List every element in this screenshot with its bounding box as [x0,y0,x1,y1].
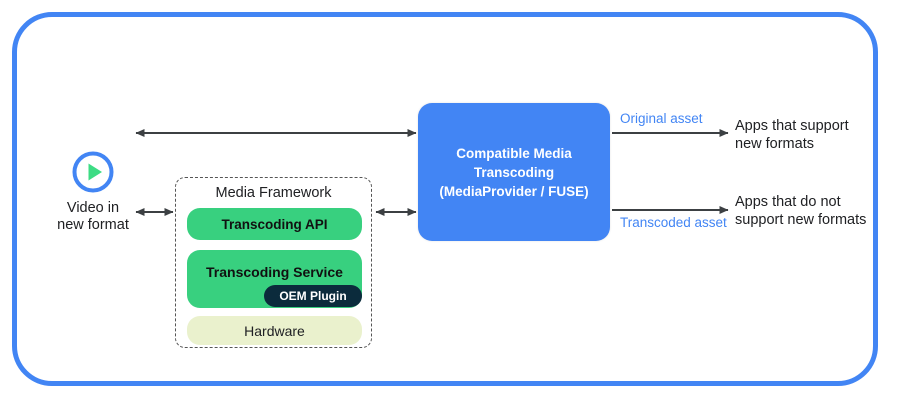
transcoding-service-label: Transcoding Service [206,264,343,280]
hardware-box[interactable]: Hardware [187,316,362,345]
transcoding-api-label: Transcoding API [221,216,328,232]
transcoding-api-box[interactable]: Transcoding API [187,208,362,240]
play-circle-icon [71,150,115,194]
edge-label-original-asset: Original asset [620,111,703,126]
media-framework-title: Media Framework [215,185,332,201]
oem-plugin-label: OEM Plugin [279,289,347,303]
compatible-media-transcoding-label: Compatible Media Transcoding (MediaProvi… [439,145,589,199]
endpoint-apps-that-support: Apps that support new formats [735,118,849,152]
media-framework-container: Media Framework Transcoding API Transcod… [175,177,372,348]
hardware-label: Hardware [244,322,305,339]
video-source-caption: Video in new format [57,200,129,233]
edge-label-transcoded-asset: Transcoded asset [620,215,727,230]
transcoding-service-box[interactable]: Transcoding Service [187,250,362,308]
oem-plugin-badge[interactable]: OEM Plugin [264,285,362,307]
compatible-media-transcoding-box[interactable]: Compatible Media Transcoding (MediaProvi… [418,103,610,241]
video-source-node: Video in new format [48,150,138,234]
endpoint-apps-that-do-not-support: Apps that do not support new formats [735,194,867,228]
